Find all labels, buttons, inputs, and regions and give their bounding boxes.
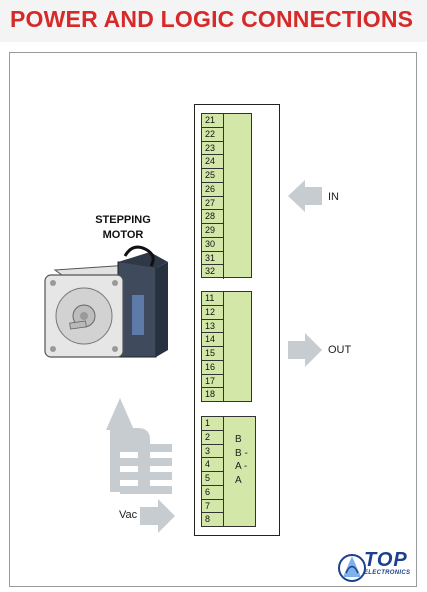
terminal-pin: 5	[202, 472, 224, 486]
in-label: IN	[328, 191, 339, 203]
signal-label: A -	[235, 461, 248, 472]
terminal-pin: 6	[202, 485, 224, 500]
terminal-pin: 4	[202, 458, 224, 472]
vac-label: Vac	[119, 509, 138, 521]
terminal-pin: 2	[202, 430, 224, 445]
terminal-pin: 3	[202, 444, 224, 459]
terminal-pin: 23	[202, 141, 224, 156]
terminal-pin: 28	[202, 210, 224, 224]
terminal-pin: 21	[202, 114, 224, 128]
terminal-pin: 17	[202, 374, 224, 389]
terminal-pin: 7	[202, 499, 224, 514]
motor-caption: STEPPING MOTOR	[80, 213, 166, 243]
motor-caption-line: MOTOR	[102, 229, 144, 241]
logo-name: TOP	[364, 549, 408, 571]
page-title: POWER AND LOGIC CONNECTIONS	[10, 6, 414, 32]
terminal-pin: 1	[202, 417, 224, 431]
signal-label: B	[235, 434, 242, 445]
terminal-pin: 18	[202, 388, 224, 402]
logo-subtitle: ELECTRONICS	[364, 570, 411, 576]
signal-label: B -	[235, 448, 248, 459]
terminal-pin: 11	[202, 292, 224, 306]
terminal-pin: 13	[202, 319, 224, 334]
terminal-pin: 8	[202, 513, 224, 527]
motor-caption-line: STEPPING	[95, 214, 151, 226]
terminal-pin: 12	[202, 305, 224, 320]
terminal-pin: 24	[202, 155, 224, 169]
terminal-pin: 16	[202, 360, 224, 375]
out-label: OUT	[328, 344, 352, 356]
terminal-pin: 22	[202, 127, 224, 142]
terminal-pin: 26	[202, 182, 224, 197]
signal-label: A	[235, 475, 242, 486]
terminal-pin: 31	[202, 251, 224, 266]
terminal-pin: 27	[202, 196, 224, 211]
terminal-pin: 30	[202, 237, 224, 252]
terminal-pin: 14	[202, 333, 224, 347]
terminal-pin: 29	[202, 224, 224, 238]
terminal-pin: 25	[202, 169, 224, 183]
terminal-pin: 15	[202, 347, 224, 361]
title-bar: POWER AND LOGIC CONNECTIONS	[0, 0, 427, 42]
terminal-pin: 32	[202, 265, 224, 279]
